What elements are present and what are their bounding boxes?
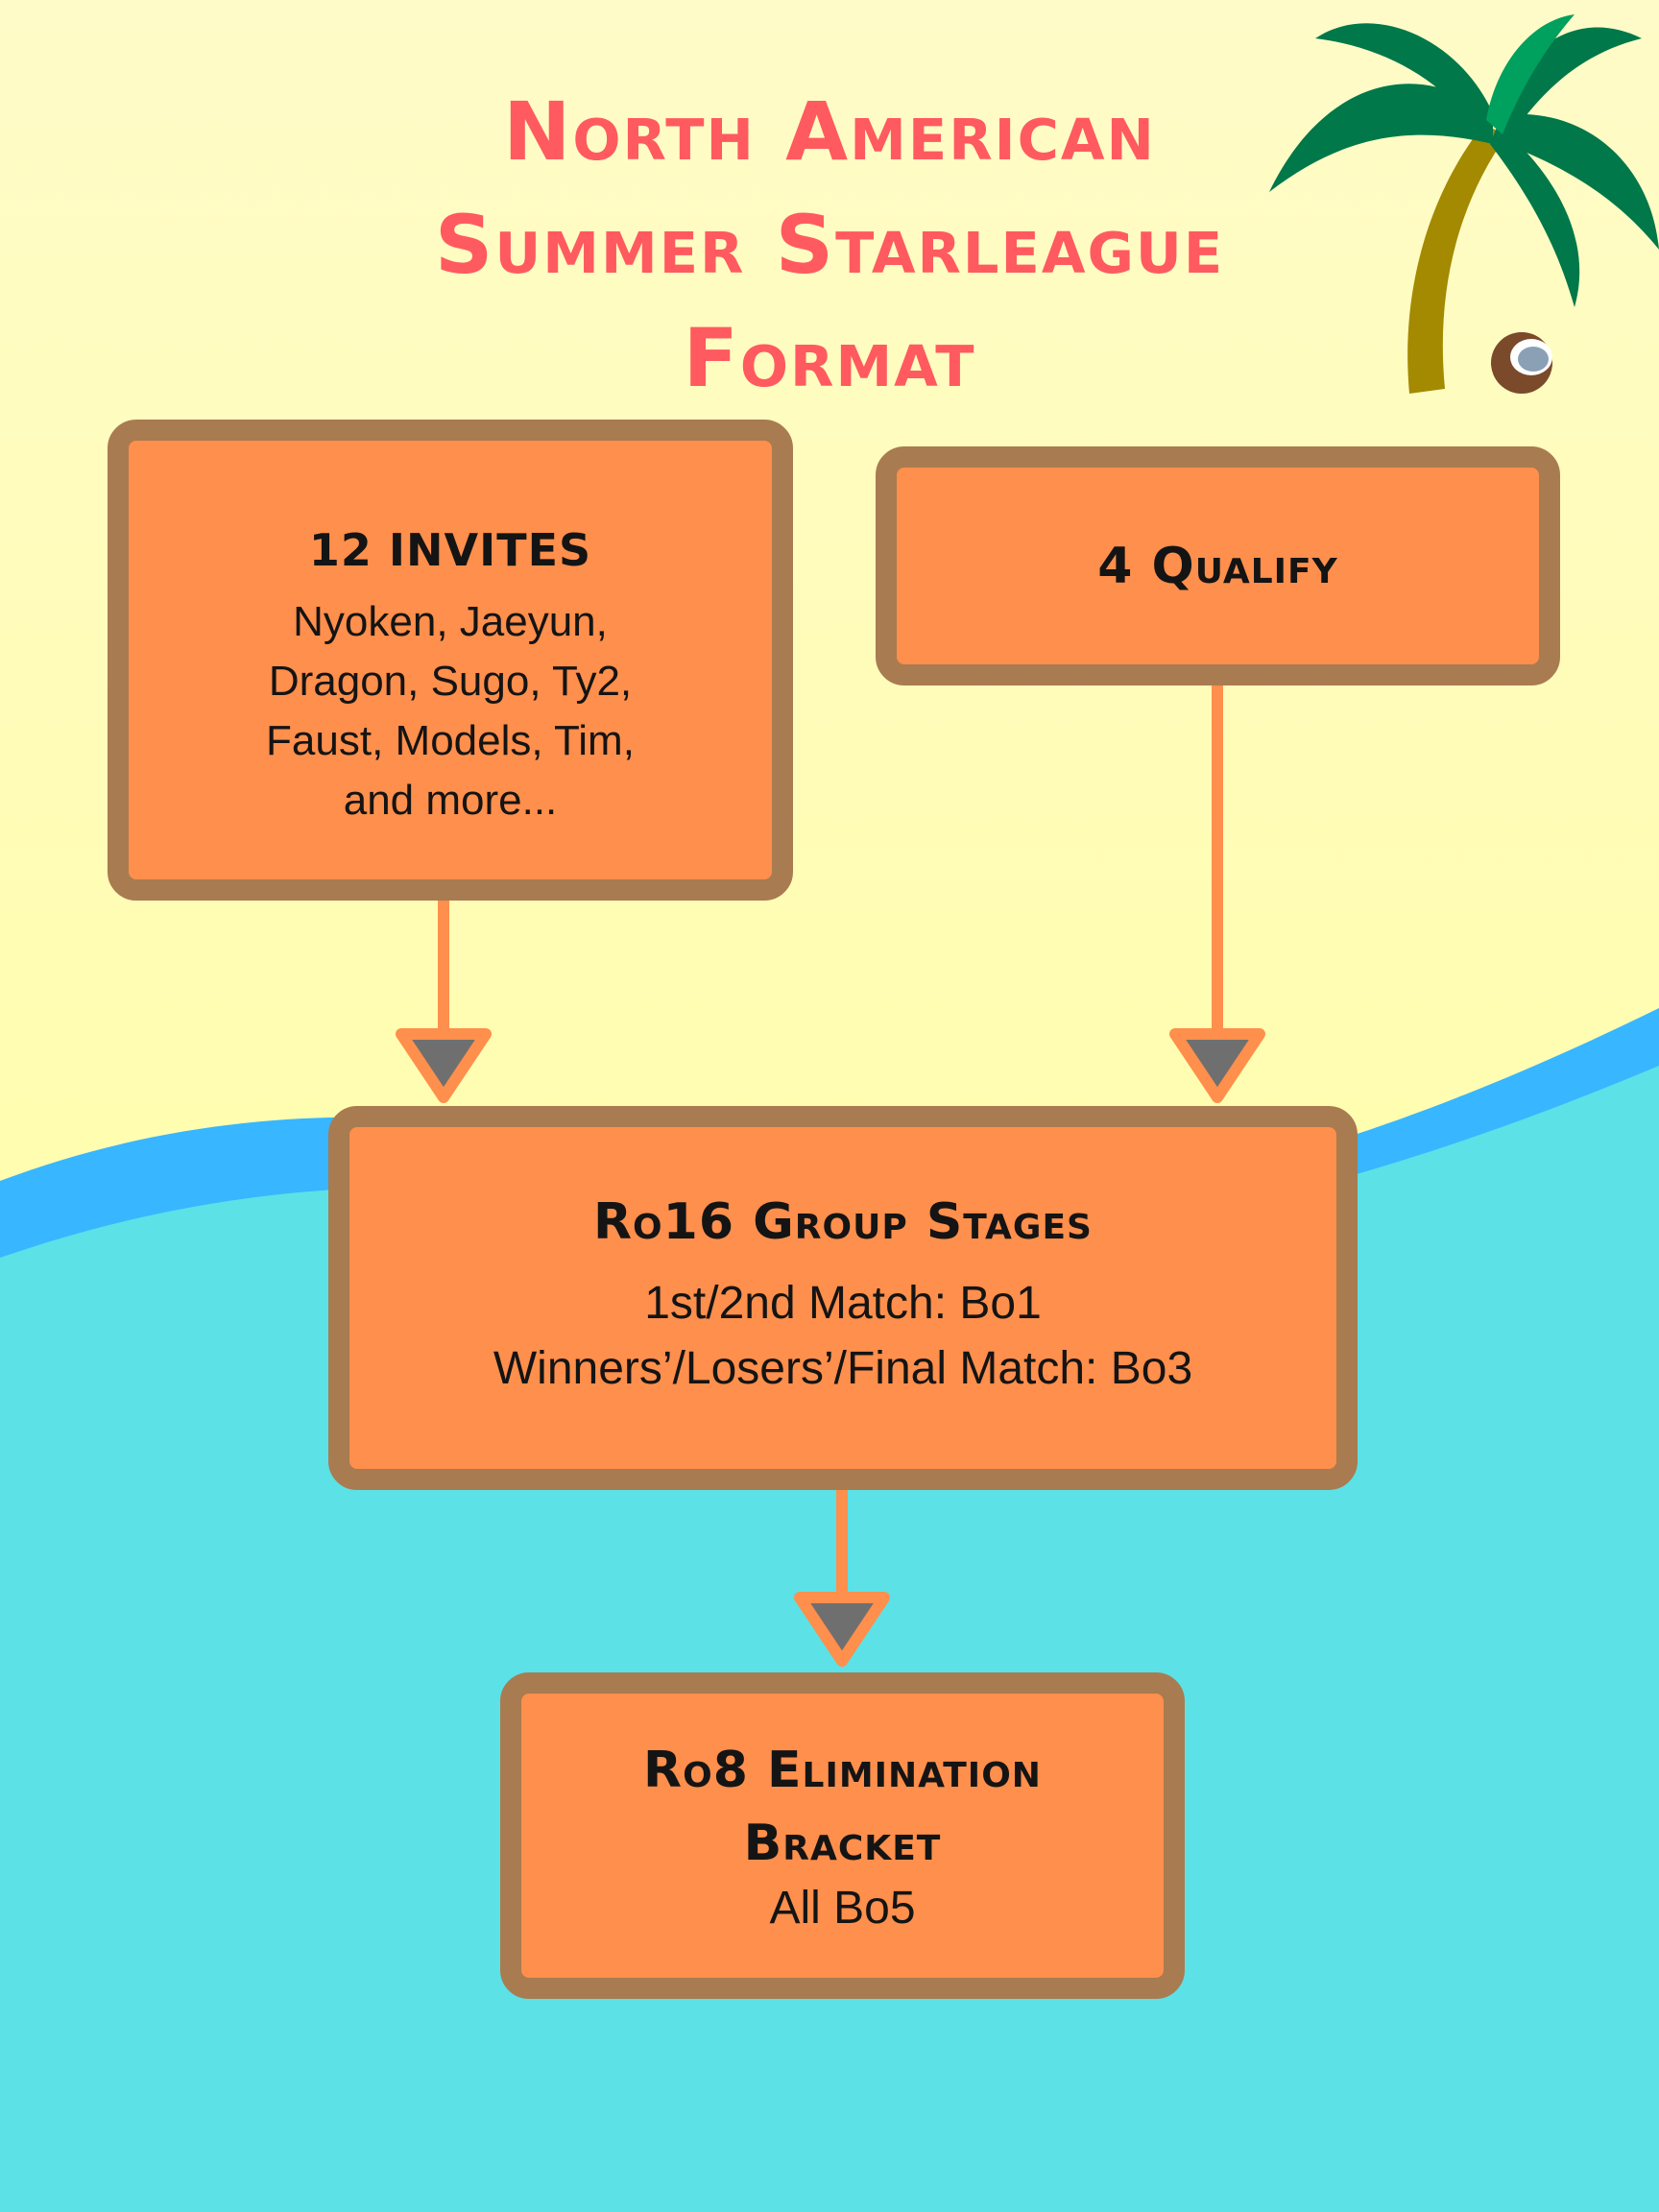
- title-line-3: Format: [683, 311, 976, 405]
- page-title: North American Summer Starleague Format: [288, 75, 1371, 415]
- bracket-heading-line: Ro8 Elimination: [643, 1742, 1042, 1799]
- invites-line: Dragon, Sugo, Ty2,: [268, 658, 633, 705]
- invites-line: and more...: [343, 777, 558, 824]
- coconut-icon: [1491, 332, 1552, 394]
- arrowhead-invites-icon: [396, 1028, 492, 1103]
- group-stages-box: Ro16 Group Stages 1st/2nd Match: Bo1 Win…: [328, 1106, 1358, 1490]
- group-stages-line: Winners’/Losers’/Final Match: Bo3: [493, 1343, 1193, 1394]
- connectors: [396, 684, 1265, 1667]
- arrowhead-qualify-icon: [1169, 1028, 1265, 1103]
- elimination-bracket-box: Ro8 Elimination Bracket All Bo5: [500, 1672, 1185, 1999]
- title-line-2: Summer Starleague: [434, 198, 1225, 292]
- invites-box: 12 INVITES Nyoken, Jaeyun, Dragon, Sugo,…: [108, 420, 793, 901]
- title-line-1: North American: [503, 84, 1156, 179]
- qualify-heading: 4 Qualify: [1097, 537, 1338, 595]
- group-stages-heading: Ro16 Group Stages: [593, 1193, 1093, 1251]
- invites-line: Faust, Models, Tim,: [266, 717, 635, 764]
- invites-heading: 12 INVITES: [308, 524, 592, 576]
- invites-line: Nyoken, Jaeyun,: [293, 598, 608, 645]
- bracket-detail: All Bo5: [769, 1883, 916, 1934]
- group-stages-line: 1st/2nd Match: Bo1: [644, 1278, 1042, 1329]
- arrowhead-groups-icon: [794, 1592, 890, 1667]
- qualify-box: 4 Qualify: [876, 446, 1560, 685]
- palm-tree-icon: [1269, 14, 1659, 394]
- bracket-heading-line: Bracket: [743, 1815, 942, 1872]
